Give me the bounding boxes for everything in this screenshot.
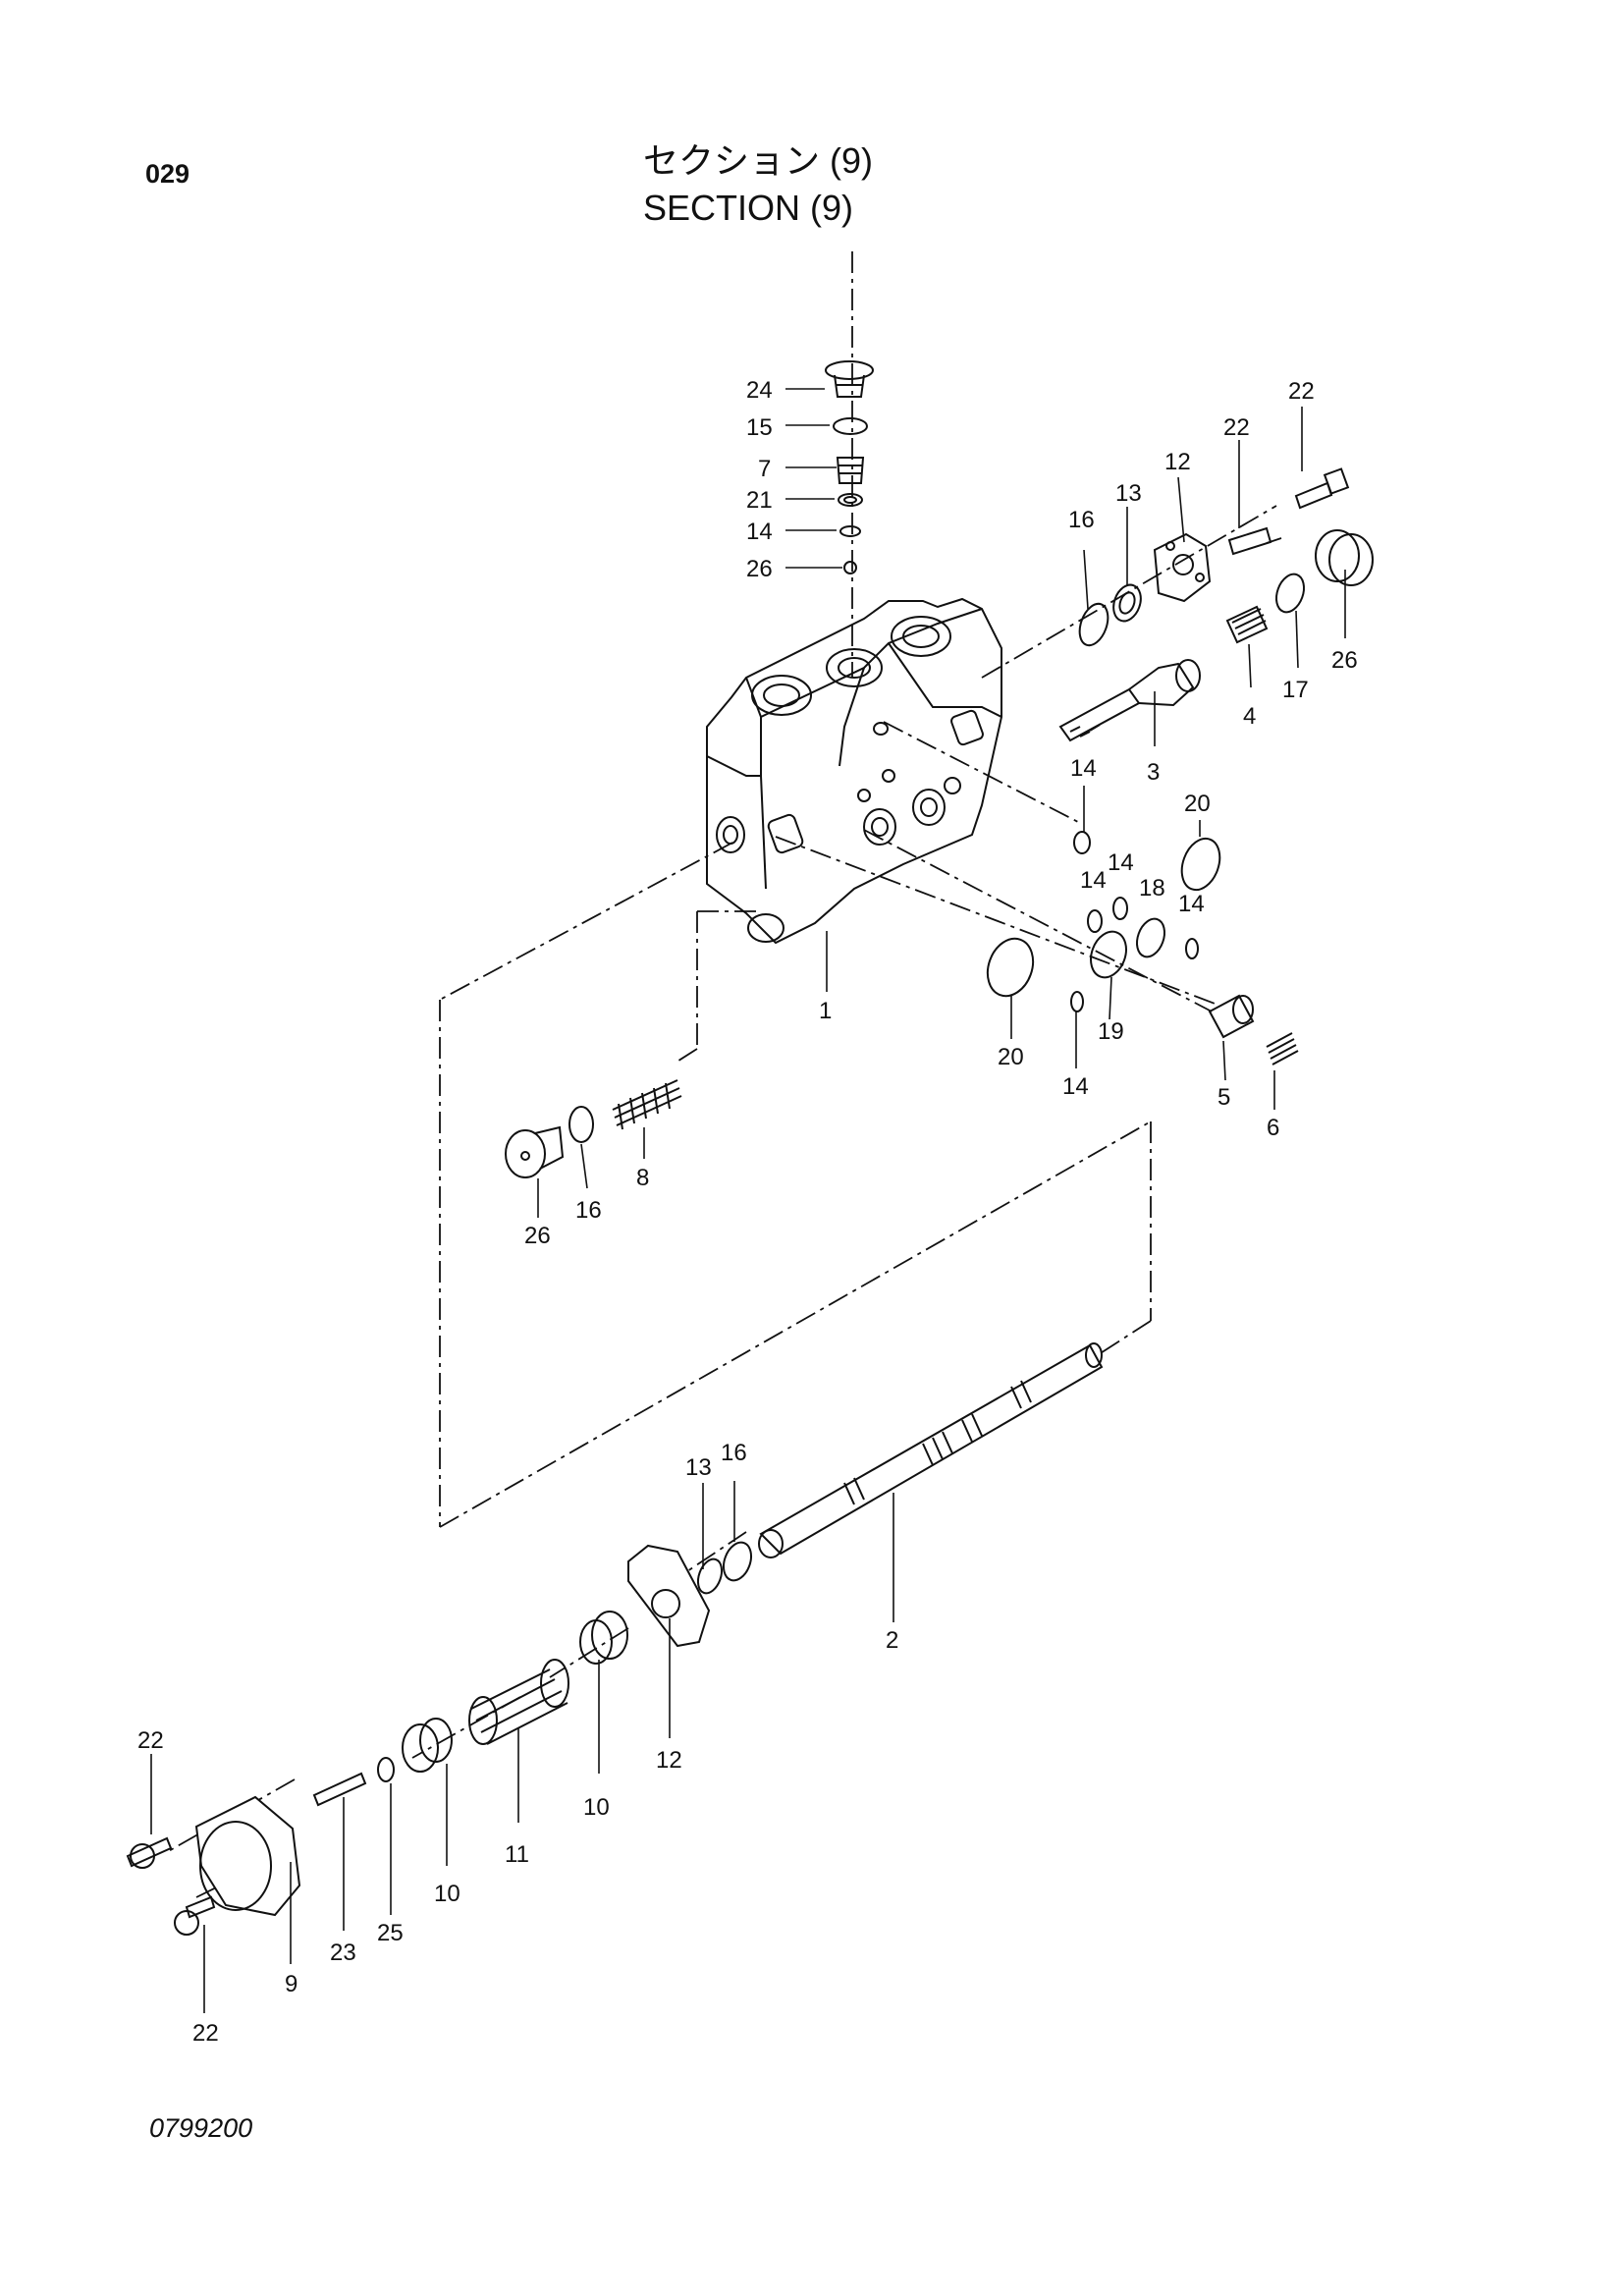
callout-2: 2 [886,1627,898,1654]
callout-13: 13 [685,1454,712,1481]
title-japanese: セクション (9) [643,140,874,181]
callout-20: 20 [1184,791,1211,817]
drawing-number: 0799200 [149,2113,253,2143]
callout-17: 17 [1282,677,1309,703]
callout-10: 10 [434,1881,460,1907]
callout-5: 5 [1217,1084,1230,1111]
callout-1: 1 [819,998,832,1024]
callout-6: 6 [1267,1115,1279,1141]
callout-3: 3 [1147,759,1160,786]
page-number: 029 [145,159,190,189]
callout-21: 21 [746,487,773,514]
title-english: SECTION (9) [643,188,854,228]
callout-9: 9 [285,1971,298,1997]
upper-right-parts [1058,467,1374,742]
callout-22: 22 [1223,414,1250,441]
callout-18: 18 [1139,875,1165,902]
callout-14: 14 [1108,849,1134,876]
callout-16: 16 [1068,507,1095,533]
callout-4: 4 [1243,703,1256,730]
callout-10: 10 [583,1794,610,1821]
callout-20: 20 [998,1044,1024,1070]
callout-23: 23 [330,1940,356,1966]
callout-8: 8 [636,1165,649,1191]
callout-25: 26 [746,556,773,582]
callout-15: 15 [746,414,773,441]
callout-13: 13 [1115,480,1142,507]
right-middle-parts [986,831,1299,1066]
callout-14: 14 [1070,755,1097,782]
callout-23: 24 [746,377,773,404]
assembly-lines [166,251,1282,1898]
page-title: セクション (9) SECTION (9) [643,137,873,232]
leader-lines [150,388,1346,2013]
callout-16: 16 [721,1440,747,1466]
callout-14: 14 [1178,891,1205,917]
callout-22: 22 [1288,378,1315,405]
callout-12: 12 [656,1747,682,1774]
callout-22: 22 [137,1727,164,1754]
callout-14: 14 [1062,1073,1089,1100]
callout-11: 11 [505,1841,529,1868]
callout-17: 16 [575,1197,602,1224]
callout-labels: 24 15 7 21 14 26 16 13 12 22 22 26 17 4 … [137,377,1358,2047]
callout-14: 14 [746,519,773,545]
callout-14: 14 [1080,867,1107,894]
left-mid-parts [505,1079,682,1178]
callout-7: 7 [758,456,771,482]
spool-part [758,1342,1104,1558]
lower-stack-parts [126,1541,753,1936]
callout-12: 12 [1164,449,1191,475]
callout-22: 22 [192,2020,219,2047]
callout-26: 26 [1331,647,1358,674]
valve-body-part [706,597,1002,945]
callout-24: 25 [377,1920,404,1946]
callout-26: 26 [524,1223,551,1249]
callout-19: 19 [1098,1018,1124,1045]
top-stack-parts [825,360,874,574]
